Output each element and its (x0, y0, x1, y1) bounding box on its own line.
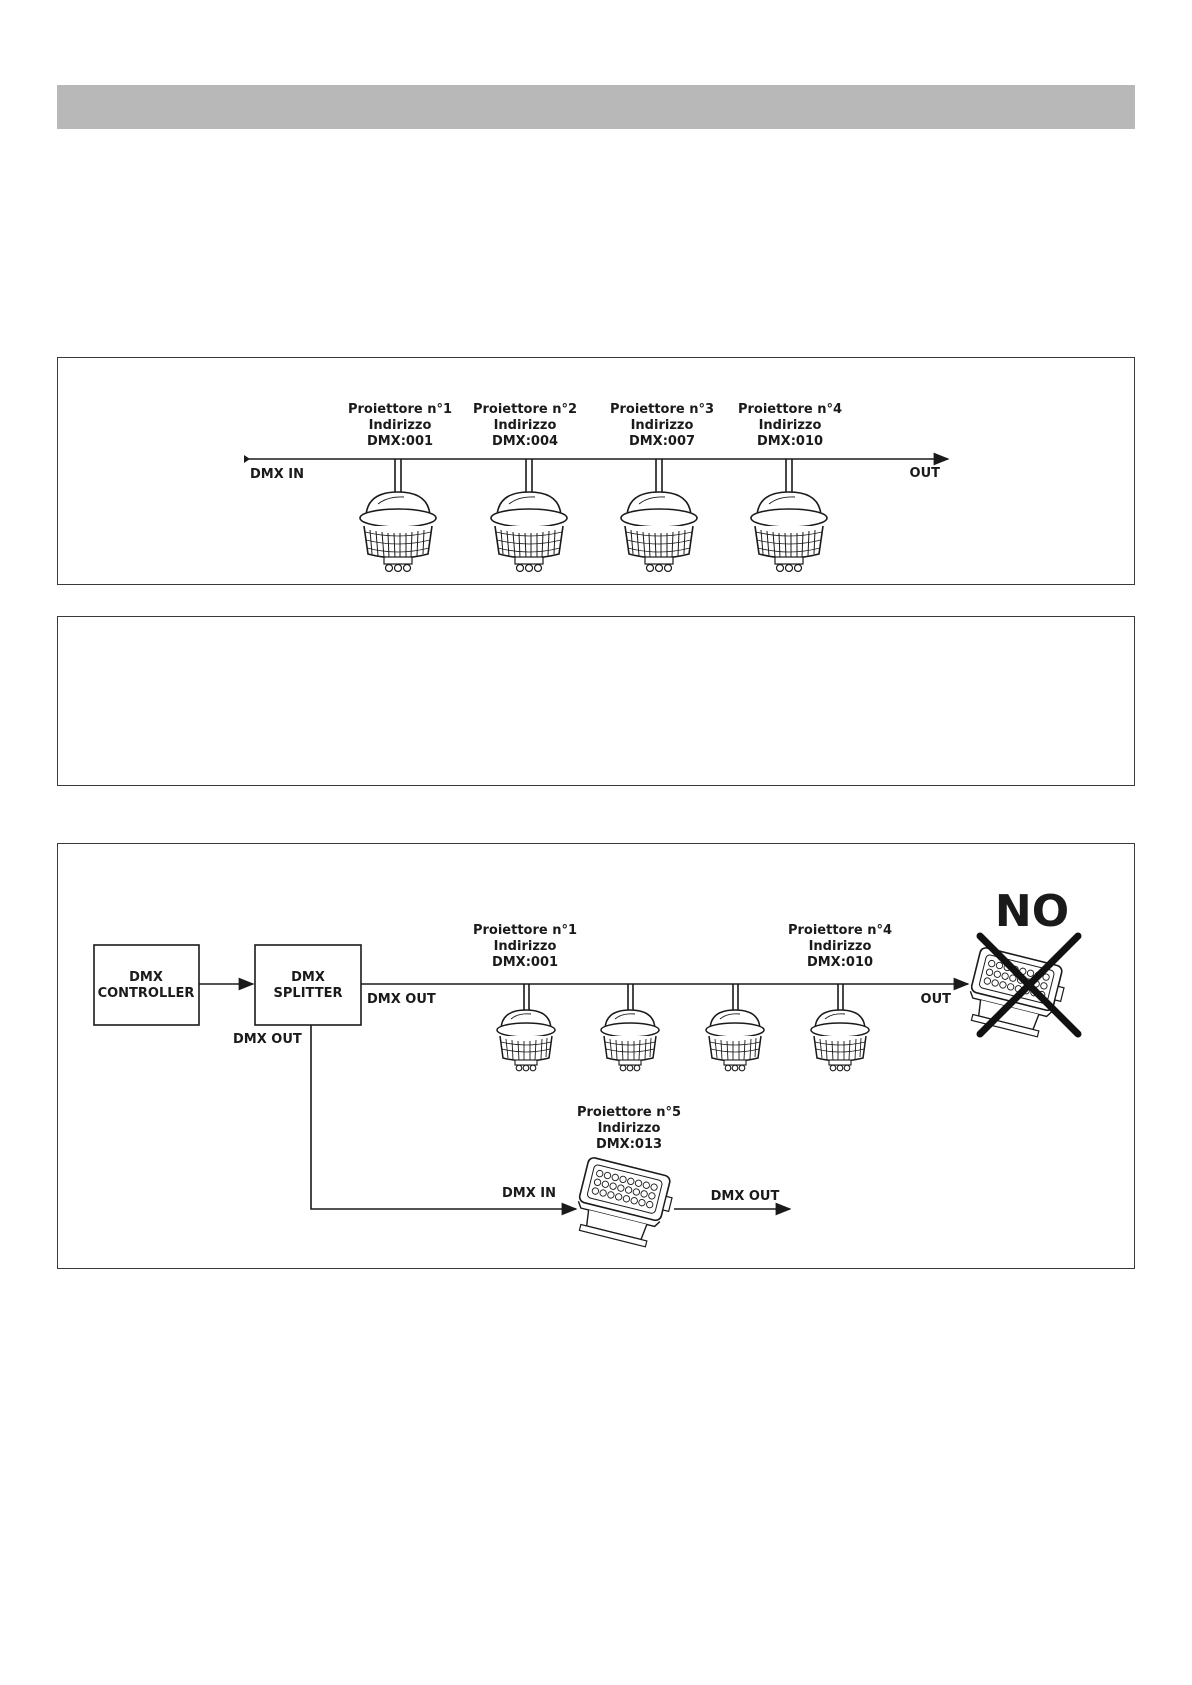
fixture4-name: Proiettore n°4 (788, 923, 892, 938)
fixture5-name: Proiettore n°5 (577, 1105, 681, 1120)
spotlight-icon (750, 491, 828, 573)
spotlight-icon (496, 1009, 556, 1072)
chain-fixture-1 (496, 984, 556, 1072)
fixture4-addr-label: Indirizzo (809, 939, 872, 954)
section-header-bar (57, 85, 1135, 129)
splitter-to-fixture5-wire (310, 1025, 578, 1216)
forbidden-floodlight: NO (962, 886, 1082, 1041)
splitter-out-bottom-label: DMX OUT (233, 1032, 302, 1047)
fixture-1-addr-label: Indirizzo (369, 418, 432, 433)
fixture-3-addr: DMX:007 (629, 434, 695, 449)
splitter-line2: SPLITTER (274, 986, 343, 1001)
fixture-4: Proiettore n°4 Indirizzo DMX:010 (738, 402, 842, 573)
spotlight-icon (359, 491, 437, 573)
dmx-splitter-box: DMX SPLITTER (254, 944, 362, 1026)
note-box (57, 616, 1135, 786)
spotlight-icon (600, 1009, 660, 1072)
fixture-4-name: Proiettore n°4 (738, 402, 842, 417)
dmx-in-arrow (244, 455, 250, 463)
fixture-1-addr: DMX:001 (367, 434, 433, 449)
floodlight-icon (570, 1155, 678, 1251)
spotlight-icon (490, 491, 568, 573)
fixture4-addr: DMX:010 (807, 955, 873, 970)
fixture-2-addr: DMX:004 (492, 434, 558, 449)
fixture-2-addr-label: Indirizzo (494, 418, 557, 433)
fixture-3: Proiettore n°3 Indirizzo DMX:007 (610, 402, 714, 573)
dmx-splitter-svg: DMX CONTROLLER DMX SPLITTER DMX OUT OUT … (93, 886, 1082, 1251)
fixture-3-addr-label: Indirizzo (631, 418, 694, 433)
chain-fixture-3 (705, 984, 765, 1072)
dmx-controller-box: DMX CONTROLLER (93, 944, 200, 1026)
fixture-4-addr: DMX:010 (757, 434, 823, 449)
dmx-splitter-diagram: DMX CONTROLLER DMX SPLITTER DMX OUT OUT … (57, 843, 1135, 1269)
dmx-chain-svg: DMX IN OUT Proiettore n°1 Indirizzo DMX:… (244, 402, 950, 573)
dmx-in-label: DMX IN (250, 467, 304, 482)
fixture-1-name: Proiettore n°1 (348, 402, 452, 417)
spotlight-icon (810, 1009, 870, 1072)
fixture-2: Proiettore n°2 Indirizzo DMX:004 (473, 402, 577, 573)
fixture1-name: Proiettore n°1 (473, 923, 577, 938)
chain-fixture-4 (810, 984, 870, 1072)
controller-line2: CONTROLLER (98, 986, 195, 1001)
fixture5-addr: DMX:013 (596, 1137, 662, 1152)
fixture5-addr-label: Indirizzo (598, 1121, 661, 1136)
fixture-2-name: Proiettore n°2 (473, 402, 577, 417)
fixture5-out-label: DMX OUT (711, 1189, 780, 1204)
chain-out-label: OUT (921, 992, 952, 1007)
controller-line1: DMX (129, 970, 163, 985)
fixture-4-addr-label: Indirizzo (759, 418, 822, 433)
out-label: OUT (910, 466, 941, 481)
cross-icon (976, 932, 1082, 1038)
fixture1-addr: DMX:001 (492, 955, 558, 970)
fixture5-in-label: DMX IN (502, 1186, 556, 1201)
spotlight-icon (620, 491, 698, 573)
dmx-chain-diagram: DMX IN OUT Proiettore n°1 Indirizzo DMX:… (57, 357, 1135, 585)
splitter-line1: DMX (291, 970, 325, 985)
spotlight-icon (705, 1009, 765, 1072)
splitter-out-right-label: DMX OUT (367, 992, 436, 1007)
fixture1-addr-label: Indirizzo (494, 939, 557, 954)
chain-fixture-2 (600, 984, 660, 1072)
fixture-3-name: Proiettore n°3 (610, 402, 714, 417)
no-label: NO (995, 886, 1069, 937)
fixture-1: Proiettore n°1 Indirizzo DMX:001 (348, 402, 452, 573)
